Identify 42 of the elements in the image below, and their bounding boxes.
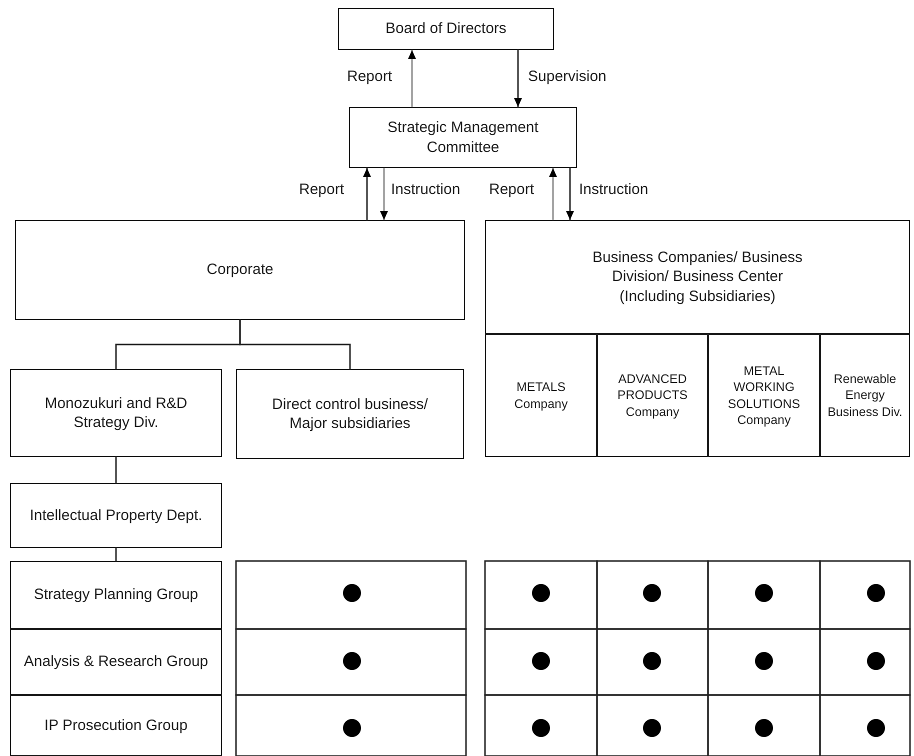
org-box: Monozukuri and R&D Strategy Div. — [10, 369, 222, 457]
arrow — [363, 168, 371, 220]
connector-line — [239, 320, 351, 369]
org-box: Corporate — [15, 220, 465, 320]
dot-mark — [343, 584, 361, 602]
dot-mark — [532, 652, 550, 670]
dot-mark — [343, 719, 361, 737]
arrow — [549, 168, 557, 220]
edge-label: Report — [345, 68, 394, 86]
arrow — [380, 168, 388, 220]
dot-mark — [755, 584, 773, 602]
dot-mark — [755, 652, 773, 670]
org-box: Board of Directors — [338, 8, 554, 50]
dot-mark — [643, 652, 661, 670]
arrow — [566, 168, 574, 220]
org-box: Strategic Management Committee — [349, 107, 577, 168]
org-box: Intellectual Property Dept. — [10, 483, 222, 548]
dot-mark — [643, 719, 661, 737]
org-box: Business Companies/ Business Division/ Business Center (Including Subsidiaries) — [485, 220, 910, 334]
connector-line — [115, 548, 117, 561]
arrow — [408, 50, 416, 107]
dot-mark — [867, 584, 885, 602]
dot-mark — [755, 719, 773, 737]
dot-mark — [532, 584, 550, 602]
edge-label: Report — [487, 181, 536, 199]
dot-mark — [867, 719, 885, 737]
edge-label: Supervision — [526, 68, 608, 86]
dot-mark — [867, 652, 885, 670]
org-box: ADVANCED PRODUCTS Company — [597, 334, 708, 457]
dot-mark — [343, 652, 361, 670]
dot-mark — [532, 719, 550, 737]
edge-label: Report — [297, 181, 346, 199]
connector-line — [115, 457, 117, 483]
org-box: IP Prosecution Group — [10, 695, 222, 756]
org-box: Direct control business/ Major subsidiaries — [236, 369, 464, 459]
org-box: Renewable Energy Business Div. — [820, 334, 910, 457]
org-box: METALS Company — [485, 334, 597, 457]
org-box: METAL WORKING SOLUTIONS Company — [708, 334, 820, 457]
org-box: Strategy Planning Group — [10, 561, 222, 629]
arrow — [514, 50, 522, 107]
org-box: Analysis & Research Group — [10, 629, 222, 695]
dot-mark — [643, 584, 661, 602]
